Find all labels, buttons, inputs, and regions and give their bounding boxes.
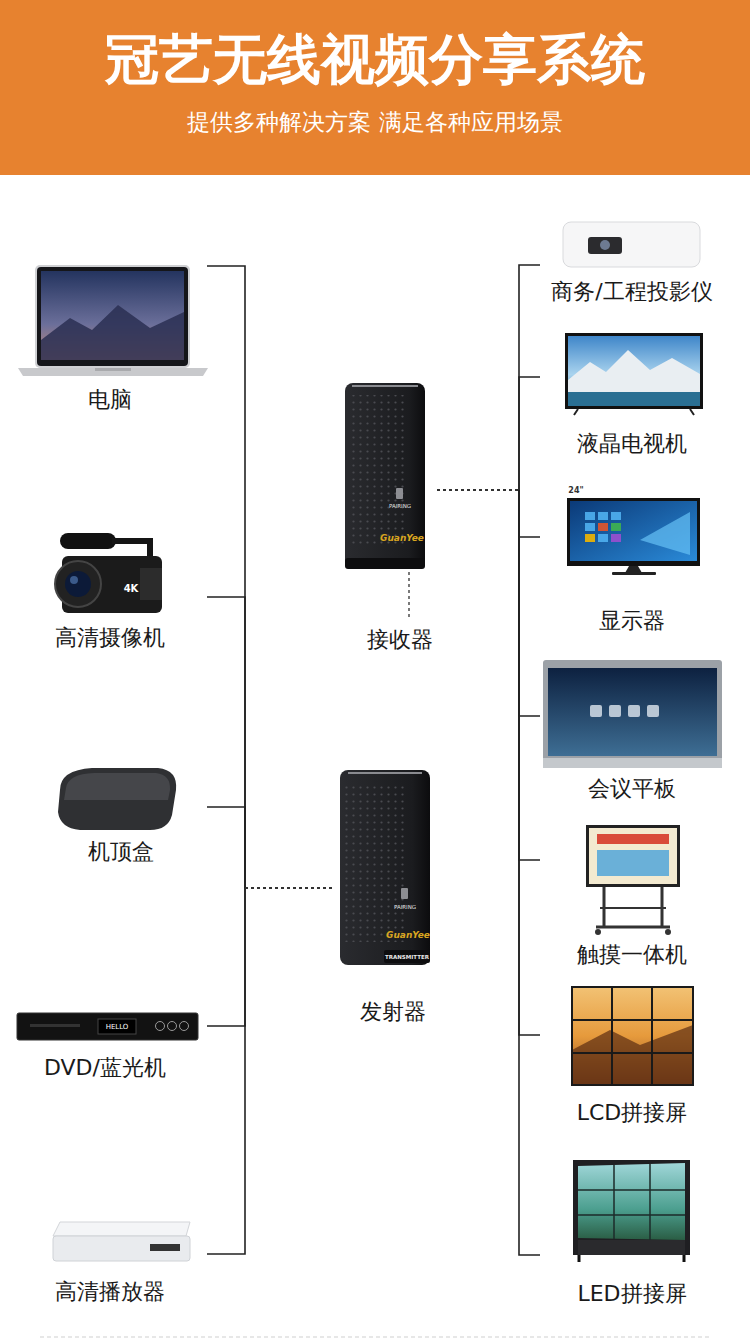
connector [207,888,335,1254]
device-marking: PAIRING [394,904,416,910]
wireless-link [245,887,335,888]
connector-line [207,807,245,888]
subtitle: 提供多种解决方案 满足各种应用场景 [187,109,562,135]
device-label: 商务/工程投影仪 [551,279,712,304]
device-label: 液晶电视机 [577,431,687,456]
device-label: 高清播放器 [55,1279,165,1304]
device-node: 高清摄像机 [15,525,207,660]
title: 冠艺无线视频分享系统 [0,28,750,93]
device-label: LED拼接屏 [577,1281,686,1306]
device-node: LED拼接屏 [540,1155,745,1317]
wireless-link [245,887,335,888]
device-label: LCD拼接屏 [577,1100,688,1125]
connector [207,807,335,888]
brand-mark: GuanYee [380,533,424,543]
connector-line [207,888,245,1254]
connector-line [519,490,540,716]
connector-line [207,597,245,888]
device-label: 接收器 [367,627,433,652]
connector [437,490,540,537]
connector-line [519,265,540,490]
screen-text: HELLO [106,1023,129,1031]
connector-line [519,490,540,1255]
wireless-link [437,489,519,490]
connector [437,490,540,860]
connector [437,490,540,1035]
device-label: 电脑 [88,387,132,412]
device-node: 商务/工程投影仪 [540,214,745,311]
connector-line [519,377,540,490]
connector-line [207,888,245,1026]
wireless-link [437,489,519,490]
device-label: 显示器 [599,608,665,633]
connector [207,266,335,888]
device-label: 高清摄像机 [55,625,165,650]
device-marking: PAIRING [389,503,411,509]
connector [437,265,540,490]
device-node: 触摸一体机 [540,820,745,975]
connector [437,490,540,716]
wireless-link [245,887,335,888]
device-node: 机顶盒 [15,755,207,875]
device-node: 液晶电视机 [540,328,745,463]
device-node: 会议平板 [540,655,745,807]
device-node: DVD/蓝光机 [15,1005,207,1090]
wireless-link [245,887,335,888]
wireless-link [437,489,519,490]
device-marking: TRANSMITTER [385,954,429,960]
wireless-link [437,489,519,490]
device-label: 触摸一体机 [577,942,687,967]
device-label: 发射器 [360,999,426,1024]
device-label: 机顶盒 [88,839,154,864]
connector-line [207,266,245,888]
connector [207,888,335,1026]
device-node: 接收器 [342,380,437,658]
wireless-link [437,489,519,490]
connector [437,490,540,1255]
wireless-link [245,887,335,888]
size-marking: 24" [568,486,583,495]
device-node: 电脑 [15,262,207,422]
brand-mark: GuanYee [386,930,430,940]
connector-line [519,490,540,860]
device-node: LCD拼接屏 [540,982,745,1134]
connector [207,597,335,888]
connector [437,377,540,490]
device-node: 高清播放器 [15,1215,207,1315]
wireless-link [437,489,519,490]
device-node: 发射器 [335,765,435,1037]
connector-line [519,490,540,1035]
device-marking: 4K [124,583,139,595]
connector-line [519,490,540,537]
device-label: DVD/蓝光机 [44,1055,166,1080]
wireless-link [437,489,519,490]
device-label: 会议平板 [588,776,676,801]
device-node: 显示器 [540,486,745,641]
